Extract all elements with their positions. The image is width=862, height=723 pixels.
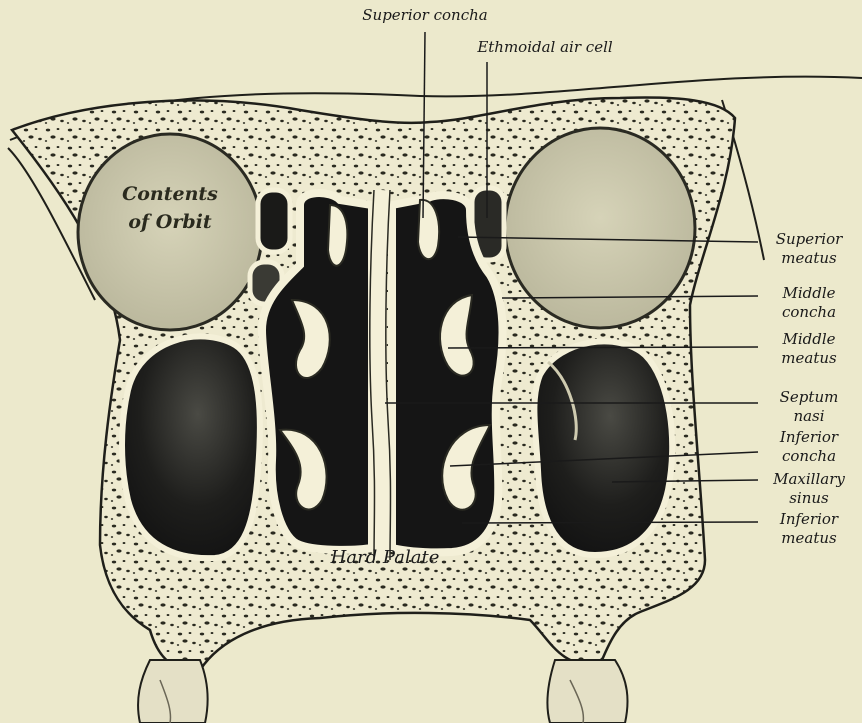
label-maxillary-sinus: Maxillary sinus [760,470,858,508]
label-superior-meatus: Superior meatus [760,230,858,268]
label-middle-concha: Middle concha [760,284,858,322]
label-middle-meatus: Middle meatus [760,330,858,368]
label-inferior-meatus: Inferior meatus [760,510,858,548]
label-contents-of-orbit: Contents of Orbit [100,180,240,236]
label-hard-palate: Hard Palate [300,546,470,570]
left-maxillary-sinus [122,336,260,558]
left-ethmoidal-cell-upper [258,190,290,252]
leader-inferior-meatus [462,522,758,523]
label-septum-nasi: Septum nasi [760,388,858,426]
septum-nasi [378,190,383,560]
leader-middle-meatus [448,347,758,348]
right-tooth [548,660,628,723]
left-tooth [138,660,208,723]
label-inferior-concha: Inferior concha [760,428,858,466]
left-superior-concha [328,205,347,266]
label-ethmoidal-air-cell: Ethmoidal air cell [450,38,640,57]
label-superior-concha: Superior concha [342,6,508,25]
